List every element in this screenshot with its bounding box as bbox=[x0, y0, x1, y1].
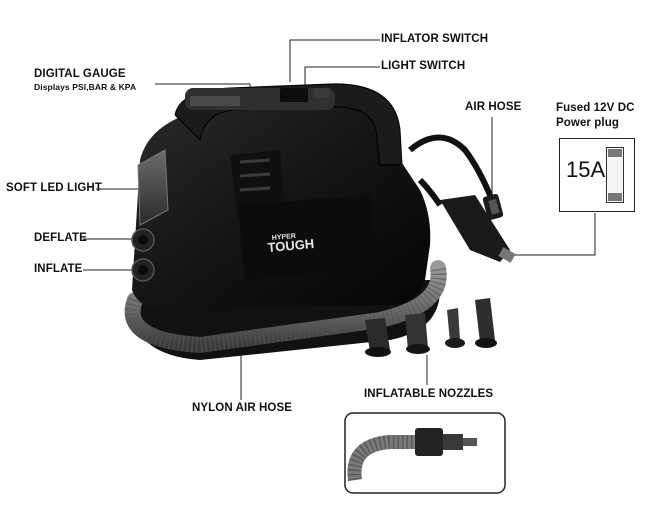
label-inflate: INFLATE bbox=[34, 263, 83, 275]
nozzle-inset-art bbox=[347, 428, 477, 481]
label-fused-plug-line2: Power plug bbox=[556, 117, 619, 129]
fuse-callout: 15A bbox=[559, 138, 635, 212]
fuse-icon bbox=[606, 147, 624, 203]
label-light-switch: LIGHT SWITCH bbox=[381, 60, 466, 72]
label-nylon-air-hose: NYLON AIR HOSE bbox=[192, 402, 293, 414]
label-inflatable-nozzles: INFLATABLE NOZZLES bbox=[364, 388, 494, 400]
brand-logo-line1: HYPER bbox=[272, 233, 297, 242]
compressor-body bbox=[131, 83, 431, 311]
brand-logo-line2: TOUGH bbox=[267, 236, 315, 255]
nylon-air-hose-art bbox=[124, 260, 447, 354]
label-soft-led-light: SOFT LED LIGHT bbox=[6, 182, 102, 194]
label-air-hose: AIR HOSE bbox=[465, 101, 522, 113]
label-inflator-switch: INFLATOR SWITCH bbox=[381, 33, 489, 45]
air-hose-art bbox=[408, 134, 504, 220]
nozzles-art bbox=[365, 298, 497, 357]
label-deflate: DEFLATE bbox=[34, 232, 87, 244]
label-fused-plug-line1: Fused 12V DC bbox=[556, 102, 635, 114]
label-digital-gauge-sub: Displays PSI,BAR & KPA bbox=[34, 82, 137, 92]
label-digital-gauge: DIGITAL GAUGE bbox=[34, 68, 126, 80]
fuse-rating: 15A bbox=[566, 157, 606, 182]
power-plug-art bbox=[417, 177, 516, 263]
leader-lines bbox=[83, 39, 596, 400]
